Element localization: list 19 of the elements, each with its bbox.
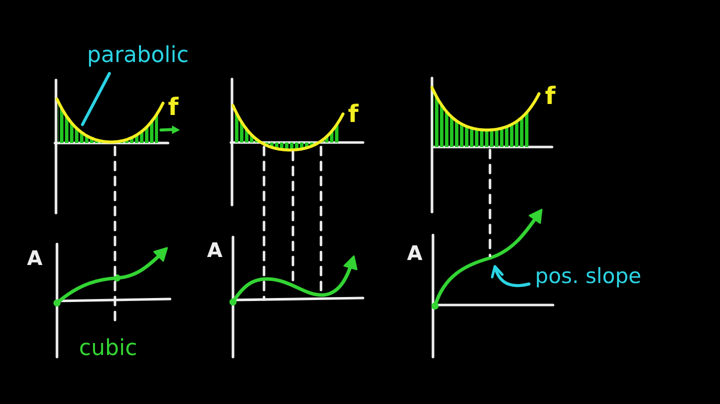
callout-arrow xyxy=(491,265,530,288)
curve-arrow xyxy=(53,247,168,307)
axis-label: A xyxy=(207,238,222,263)
function-label: f xyxy=(545,81,556,111)
shaded-parabola-curve xyxy=(56,98,164,144)
function-label: f xyxy=(168,92,178,122)
dashed-line xyxy=(488,148,492,258)
annotation-label: pos. slope xyxy=(535,263,642,290)
axis-label: A xyxy=(27,246,42,271)
annotation-label: cubic xyxy=(79,335,138,362)
dashed-line xyxy=(262,146,266,301)
shaded-parabola-curve xyxy=(430,86,540,147)
function-label: f xyxy=(348,99,358,129)
axis-label: A xyxy=(407,241,422,266)
curve-arrow xyxy=(229,255,358,306)
annotation-label: parabolic xyxy=(87,42,189,70)
leader-line xyxy=(80,72,111,126)
dashed-line xyxy=(114,146,116,323)
shaded-parabola-curve xyxy=(232,104,344,152)
